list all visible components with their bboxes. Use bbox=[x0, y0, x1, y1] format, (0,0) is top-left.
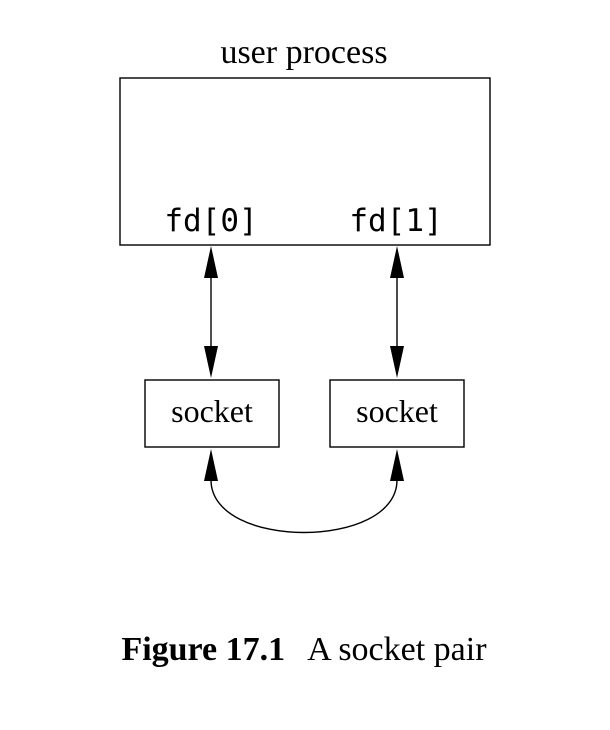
socket-left: socket bbox=[144, 379, 280, 448]
figure-number: Figure 17.1 bbox=[121, 631, 285, 668]
socket-connection-arc bbox=[204, 449, 404, 534]
socket-left-box bbox=[144, 379, 280, 448]
arrowhead-up-icon bbox=[390, 449, 404, 481]
socket-left-label: socket bbox=[171, 393, 253, 429]
fd1-label: fd[1] bbox=[349, 203, 442, 239]
arrowhead-up-icon bbox=[204, 246, 218, 278]
arrowhead-down-icon bbox=[390, 346, 404, 378]
socket-right: socket bbox=[329, 379, 465, 448]
user-process-box bbox=[119, 77, 491, 246]
socket-right-label: socket bbox=[356, 393, 438, 429]
fd0-socket-arrow bbox=[204, 246, 218, 378]
arrowhead-down-icon bbox=[204, 346, 218, 378]
fd0-label: fd[0] bbox=[164, 203, 257, 239]
user-process: user process fd[0] fd[1] bbox=[119, 34, 491, 246]
fd1-socket-arrow bbox=[390, 246, 404, 378]
figure-caption: Figure 17.1 A socket pair bbox=[121, 631, 487, 668]
figure-caption-text: A socket pair bbox=[307, 631, 487, 668]
user-process-title: user process bbox=[220, 34, 387, 71]
socket-right-box bbox=[329, 379, 465, 448]
arrowhead-up-icon bbox=[390, 246, 404, 278]
arrowhead-up-icon bbox=[204, 449, 218, 481]
